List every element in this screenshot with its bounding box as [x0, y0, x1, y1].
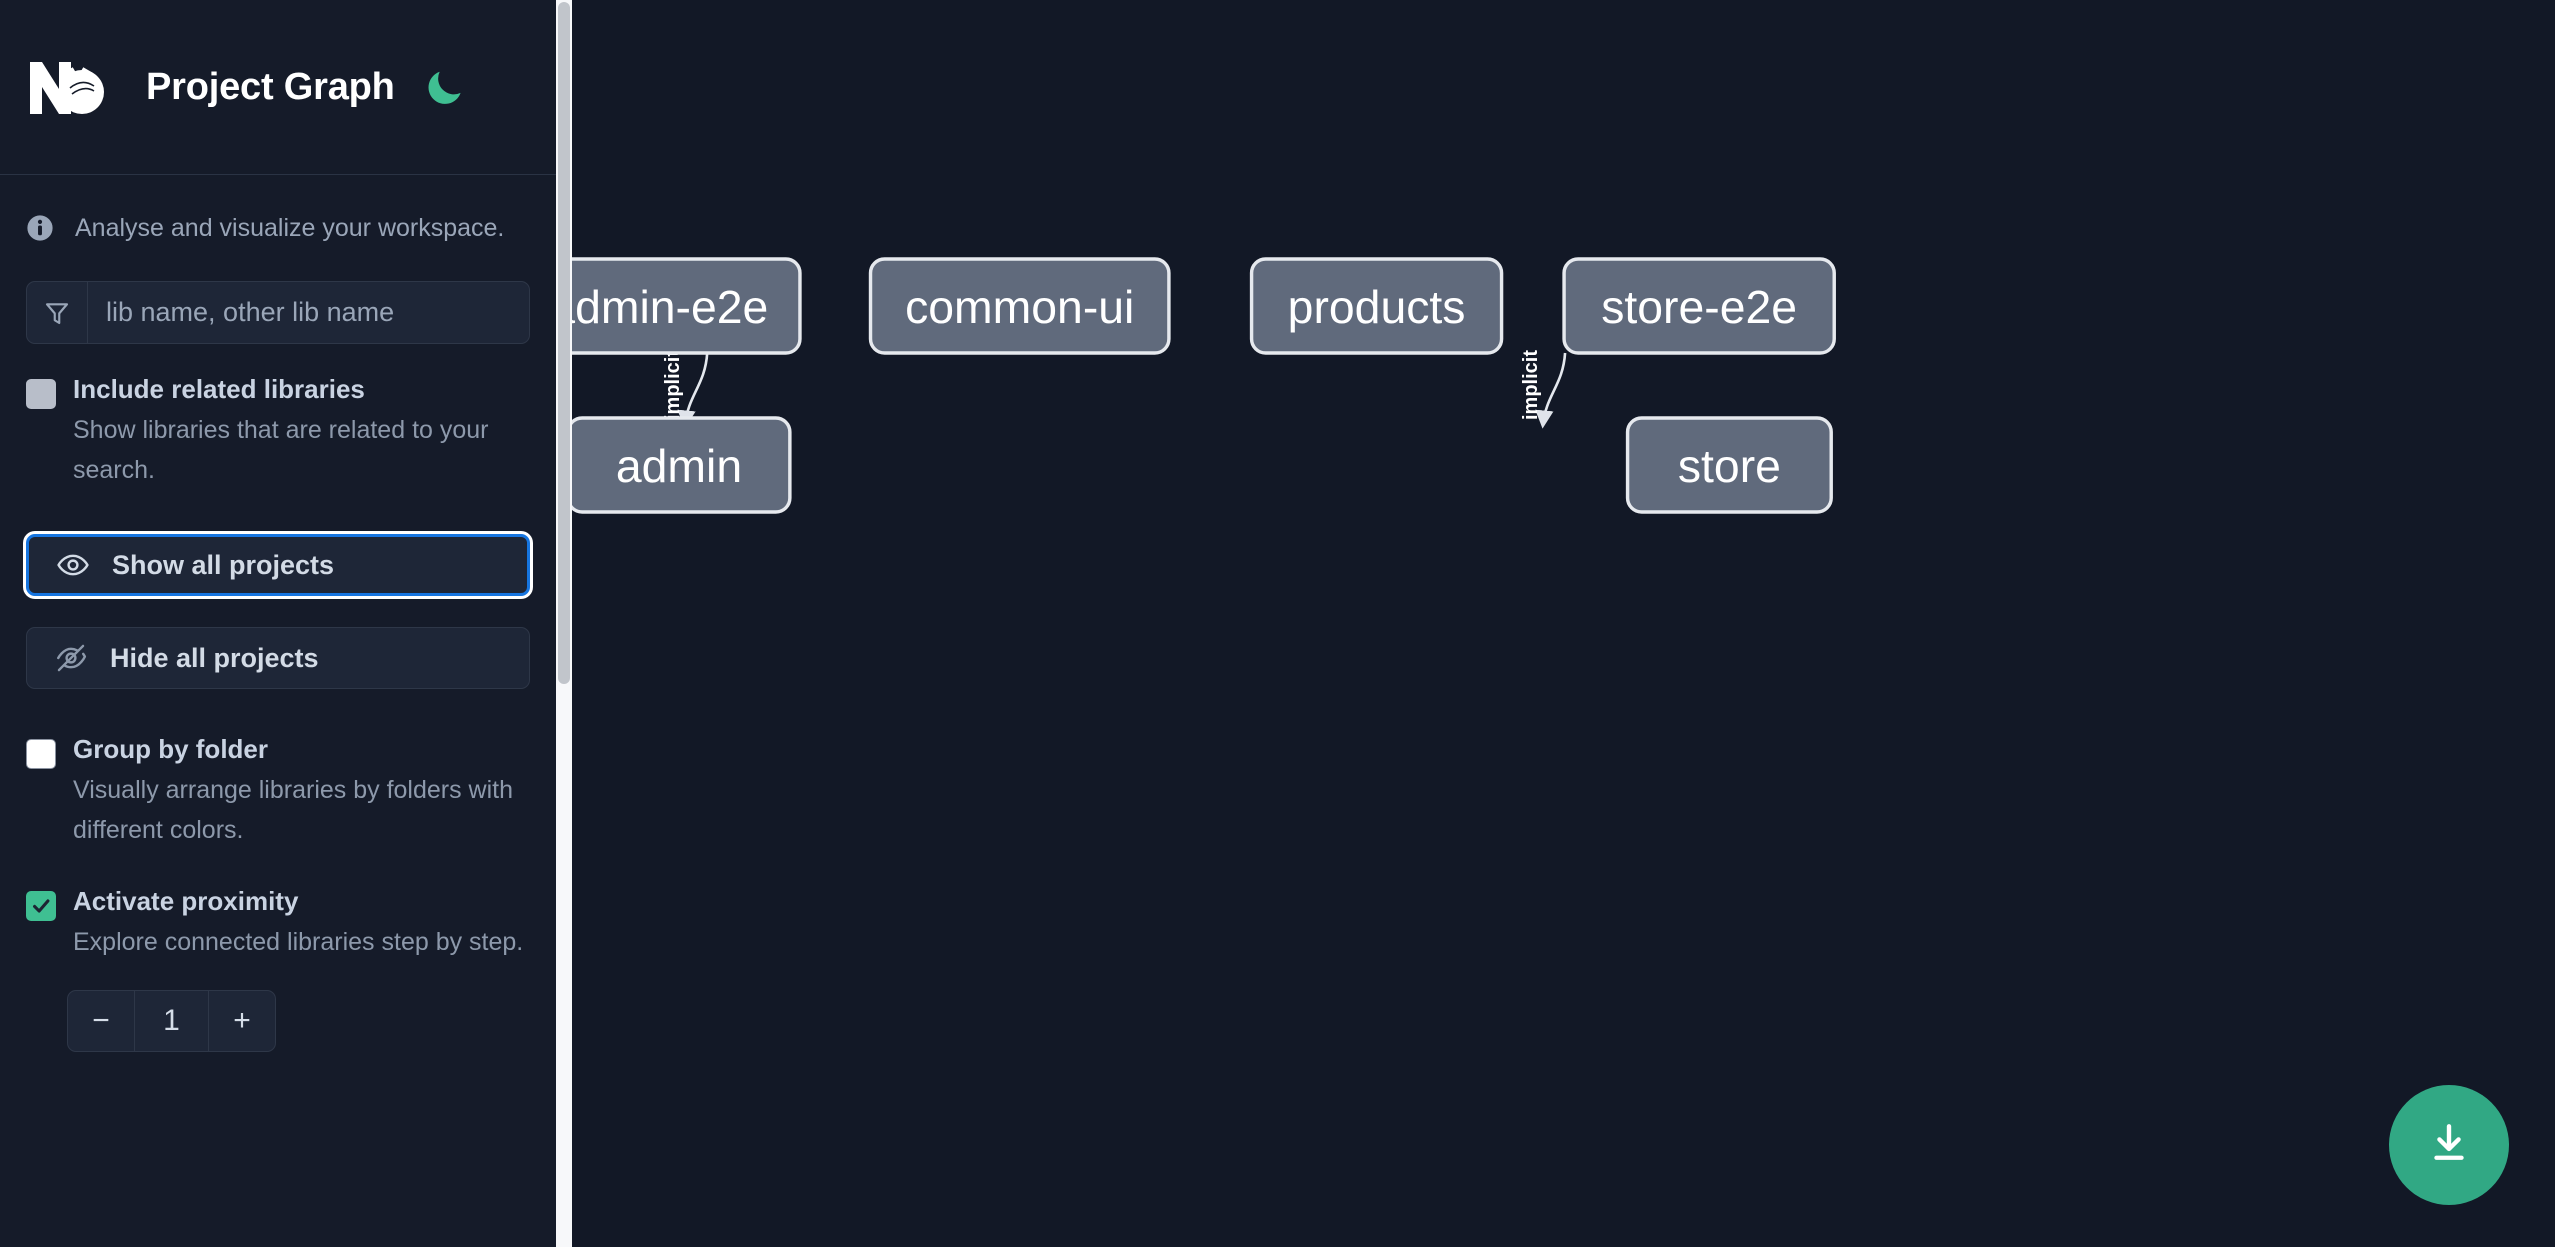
workspace-info-text: Analyse and visualize your workspace.: [75, 213, 505, 242]
include-related-libraries-label: Include related libraries: [73, 374, 365, 404]
sidebar-header: Project Graph: [0, 0, 556, 175]
nx-logo-icon: [26, 56, 118, 118]
eye-icon: [56, 548, 90, 582]
group-by-folder-description: Visually arrange libraries by folders wi…: [73, 776, 514, 844]
download-graph-button[interactable]: [2389, 1085, 2509, 1205]
activate-proximity-label: Activate proximity: [73, 886, 299, 916]
option-include-related-libraries[interactable]: Include related libraries Show libraries…: [0, 374, 556, 490]
hide-all-projects-button[interactable]: Hide all projects: [26, 627, 530, 689]
activate-proximity-description: Explore connected libraries step by step…: [73, 928, 524, 956]
svg-text:admin-e2e: admin-e2e: [556, 281, 768, 333]
download-icon: [2424, 1119, 2474, 1172]
group-by-folder-checkbox[interactable]: [26, 739, 56, 769]
edge-admin-e2e-to-admin[interactable]: implicit: [662, 350, 709, 429]
include-related-libraries-checkbox[interactable]: [26, 379, 56, 409]
option-group-by-folder[interactable]: Group by folder Visually arrange librari…: [0, 734, 556, 850]
sidebar: Project Graph Analyse and visualize your…: [0, 0, 556, 1247]
svg-text:store-e2e: store-e2e: [1601, 281, 1797, 333]
edge-store-e2e-to-store[interactable]: implicit: [1520, 350, 1567, 429]
show-all-projects-button[interactable]: Show all projects: [26, 534, 530, 596]
workspace-info: Analyse and visualize your workspace.: [0, 175, 556, 281]
graph-canvas[interactable]: implicit implicit admin-e2e common-ui pr…: [556, 0, 2555, 1247]
graph-node-store[interactable]: store: [1625, 416, 1833, 514]
edge-label-implicit-admin: implicit: [662, 350, 684, 420]
eye-off-icon: [54, 641, 88, 675]
moon-icon[interactable]: [422, 64, 468, 110]
project-graph-svg: implicit implicit admin-e2e common-ui pr…: [556, 257, 1836, 514]
svg-text:store: store: [1678, 440, 1781, 492]
proximity-decrement-button[interactable]: −: [68, 991, 135, 1051]
edge-label-implicit-store: implicit: [1520, 350, 1542, 420]
sidebar-scrollbar-thumb[interactable]: [558, 2, 570, 684]
proximity-increment-button[interactable]: +: [208, 991, 275, 1051]
page-title: Project Graph: [146, 65, 395, 108]
svg-text:admin: admin: [616, 440, 742, 492]
sidebar-scrollbar[interactable]: [556, 0, 572, 1247]
graph-node-products[interactable]: products: [1249, 257, 1504, 355]
include-related-libraries-description: Show libraries that are related to your …: [73, 416, 489, 484]
activate-proximity-checkbox[interactable]: [26, 891, 56, 921]
proximity-stepper: − 1 +: [67, 990, 276, 1052]
graph-node-admin-e2e[interactable]: admin-e2e: [556, 257, 802, 355]
search-field-wrapper: [26, 281, 530, 344]
search-input[interactable]: [88, 282, 529, 343]
svg-text:common-ui: common-ui: [905, 281, 1134, 333]
graph-node-admin[interactable]: admin: [566, 416, 792, 514]
info-icon: [26, 214, 54, 242]
graph-node-store-e2e[interactable]: store-e2e: [1562, 257, 1836, 355]
hide-all-projects-label: Hide all projects: [110, 642, 319, 673]
show-all-projects-label: Show all projects: [112, 549, 335, 580]
graph-node-common-ui[interactable]: common-ui: [868, 257, 1171, 355]
option-activate-proximity[interactable]: Activate proximity Explore connected lib…: [0, 886, 556, 962]
group-by-folder-label: Group by folder: [73, 734, 268, 764]
proximity-value: 1: [163, 1004, 180, 1037]
svg-text:products: products: [1288, 281, 1466, 333]
filter-funnel-icon: [27, 282, 88, 343]
